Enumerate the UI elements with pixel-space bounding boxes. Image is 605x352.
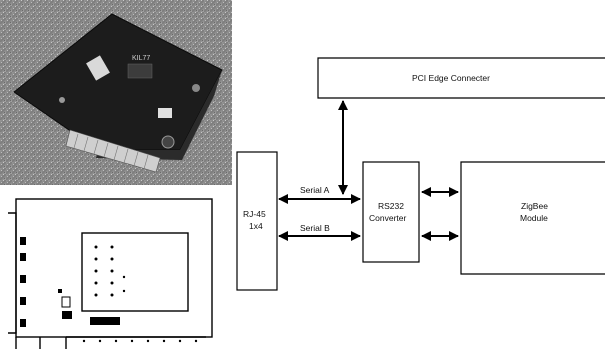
rs232-label-line2: Converter	[369, 213, 406, 223]
board-photo: KIL77	[0, 0, 232, 185]
pci-edge-label: PCI Edge Connecter	[412, 73, 490, 83]
board-outline-drawing	[0, 193, 232, 352]
rj45-label-line2: 1x4	[249, 221, 263, 231]
zigbee-label-line2: Module	[520, 213, 548, 223]
zigbee-label-line1: ZigBee	[521, 201, 548, 211]
pci-edge-connector-box: PCI Edge Connecter	[318, 58, 605, 98]
zigbee-module-box: ZigBee Module	[461, 162, 605, 274]
rj45-label-line1: RJ-45	[243, 209, 266, 219]
board-marking: KIL77	[132, 55, 150, 62]
serial-a-label: Serial A	[300, 185, 330, 195]
rs232-label-line1: RS232	[378, 201, 404, 211]
serial-b-label: Serial B	[300, 223, 330, 233]
rs232-converter-box: RS232 Converter	[363, 162, 419, 262]
rj45-box: RJ-45 1x4	[237, 152, 277, 290]
block-diagram: PCI Edge Connecter RJ-45 1x4 RS232 Conve…	[232, 0, 605, 352]
